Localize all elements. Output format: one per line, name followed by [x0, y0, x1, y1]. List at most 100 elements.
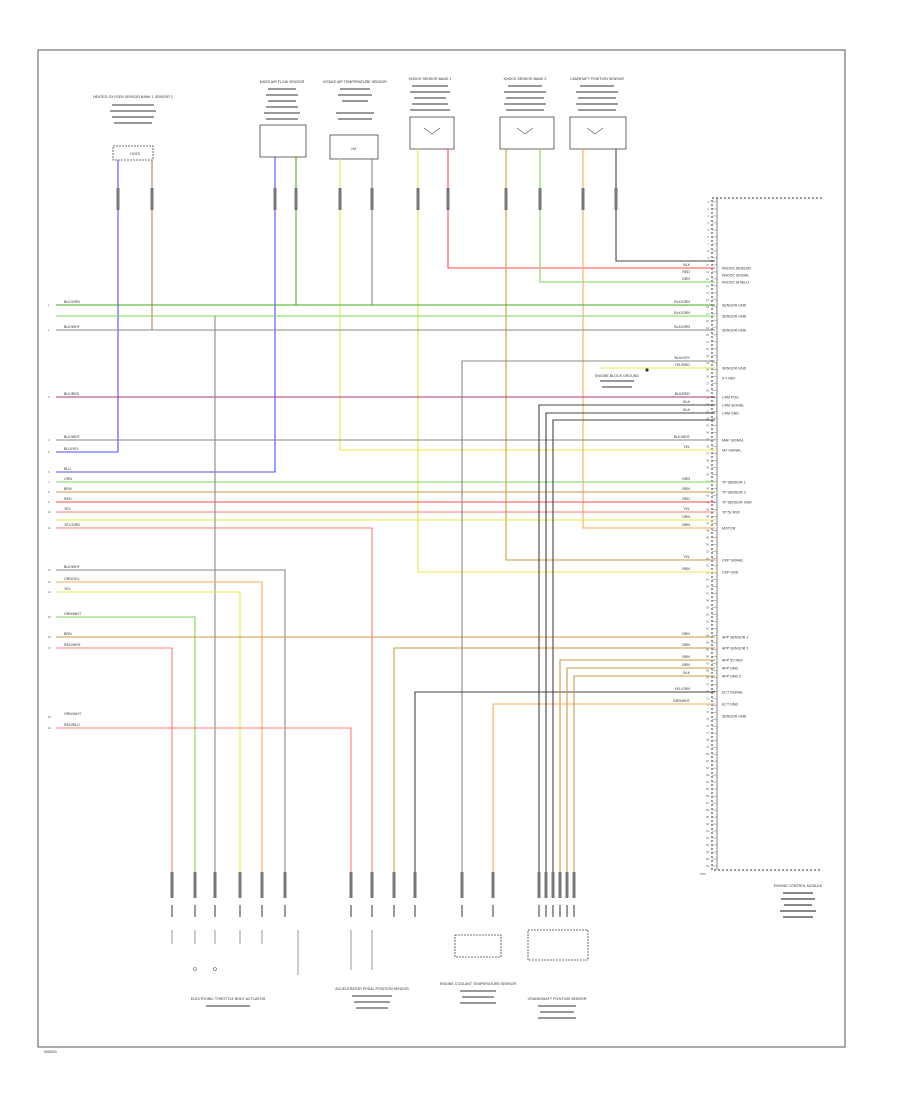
right-wire-label: GRN — [682, 277, 690, 281]
ecm-pin-label: SENSOR GND — [722, 715, 747, 719]
ecm-pin-label: SENSOR GND — [722, 315, 747, 319]
ecm-pin-number: 39 — [706, 466, 709, 470]
left-pin-number: 12 — [48, 568, 51, 572]
connector-mark — [537, 872, 541, 898]
ecm-pin-number: 59 — [706, 605, 709, 609]
left-pin-number: 10 — [48, 510, 51, 514]
ecm-pin-label: CAM SIGNAL — [722, 404, 744, 408]
left-wire-labels: BLK/GRN1BLK/WHT2BLK/RED3BLK/WHT4BLU/YEL5… — [48, 300, 82, 730]
ecm-pin-number: 81 — [706, 759, 709, 763]
left-wire-label: BLK/WHT — [64, 565, 81, 569]
ecm-pin-number: 9 — [708, 256, 710, 260]
top-component-iat: INTAKE AIR TEMPERATURE SENSOR IAT — [323, 80, 387, 160]
ecm-pin-number: 45 — [706, 508, 709, 512]
ecm-pin-number: 70 — [706, 682, 709, 686]
ecm-pin-number: 83 — [706, 773, 709, 777]
left-wire-label: BRN — [64, 487, 72, 491]
right-wire-label: BLK — [683, 408, 690, 412]
right-wire-label: RED — [682, 497, 690, 501]
ecm-pin-number: 49 — [706, 535, 709, 539]
ecm-pin-number: 7 — [708, 242, 710, 246]
ecm-pin-number: 22 — [706, 347, 709, 351]
bottom-component-etb: ELECTRONIC THROTTLE BODY ACTUATOR — [171, 930, 299, 1007]
connector-mark — [572, 872, 576, 898]
left-pin-number: 13 — [48, 580, 51, 584]
left-pin-number: 6 — [48, 470, 50, 474]
pin-mark — [545, 905, 547, 917]
pin-mark — [573, 905, 575, 917]
right-wire-label: YEL — [683, 445, 690, 449]
shield-note: ENGINE BLOCK GROUND — [595, 374, 639, 378]
shield-note-lines — [600, 380, 634, 388]
ecm-pin-label: MAF SIGNAL — [722, 439, 744, 443]
connector-mark — [193, 872, 197, 898]
ecm-pin-number: 2 — [708, 207, 710, 211]
component-part-iat: IAT — [351, 147, 357, 151]
ecm-pin-label: CAM POS — [722, 396, 739, 400]
ecm-pin-label: APP SENSOR 1 — [722, 636, 748, 640]
ecm-pin-number: 32 — [706, 417, 709, 421]
connector-mark — [416, 188, 420, 210]
ecm-pin-number: 38 — [706, 459, 709, 463]
top-component-maf: MASS AIR FLOW SENSOR — [259, 80, 307, 158]
top-component-cmp: CAMSHAFT POSITION SENSOR — [569, 77, 627, 150]
ecm-pin-number: 96 — [706, 864, 709, 868]
shield-dot — [645, 368, 649, 372]
bottom-component-ckp: CRANKSHAFT POSITION SENSOR — [527, 929, 589, 1019]
ecm-pin-number: 60 — [706, 612, 709, 616]
ecm-pin-number: 73 — [706, 703, 709, 707]
connector-mark — [614, 188, 618, 210]
ecm-pin-number: 3 — [708, 214, 710, 218]
ecm-label-lines — [780, 892, 816, 918]
connector-mark — [170, 872, 174, 898]
ecm-pin-label: TP 5V REF — [722, 511, 741, 515]
ecm-pin-number: 95 — [706, 857, 709, 861]
left-pin-number: 17 — [48, 646, 51, 650]
connector-mark — [338, 188, 342, 210]
ecm-pin-label: TP SENSOR 2 — [722, 491, 746, 495]
right-wire-label: BLK — [683, 671, 690, 675]
ecm-pin-number: 17 — [706, 312, 709, 316]
ecm-pin-number: 10 — [706, 263, 709, 267]
left-wire-label: BLU/YEL — [64, 447, 79, 451]
right-wire-label: GRN — [682, 477, 690, 481]
left-wire-label: RED — [64, 497, 72, 501]
ecm-pin-number: 75 — [706, 717, 709, 721]
right-wire-label: GRN/WHT — [673, 699, 691, 703]
connector-mark — [116, 188, 120, 210]
left-pin-number: 1 — [48, 303, 50, 307]
component-label-maf: MASS AIR FLOW SENSOR — [260, 80, 305, 84]
ecm-pin-number: 21 — [706, 340, 709, 344]
ecm-pin-number: 16 — [706, 305, 709, 309]
ecm-pin-label: SENSOR GND — [722, 367, 747, 371]
pin-mark — [171, 905, 173, 917]
ecm-pin-number: 34 — [706, 431, 709, 435]
pin-mark — [239, 905, 241, 917]
connector-mark — [273, 188, 277, 210]
ecm-pin-number: 86 — [706, 794, 709, 798]
ecm-pin-label: TP SENSOR 1 — [722, 481, 746, 485]
connector-mark — [491, 872, 495, 898]
ecm-pin-label: KNOCK SHIELD — [722, 281, 749, 285]
pin-mark — [350, 905, 352, 917]
right-wire-label: BRN — [682, 487, 690, 491]
right-wire-label: BLK — [683, 263, 690, 267]
ecm-pin-number: 57 — [706, 591, 709, 595]
ecm-pin-number: 67 — [706, 661, 709, 665]
ecm-pin-number: 63 — [706, 633, 709, 637]
ecm-pin-number: 65 — [706, 647, 709, 651]
ecm-pin-label: KNOCK SIGNAL — [722, 274, 749, 278]
ecm-label: ENGINE CONTROL MODULE — [774, 884, 823, 888]
ecm-pin-label: CAM GND — [722, 412, 739, 416]
left-wire-label: BLU — [64, 467, 71, 471]
ecm-pin-number: 85 — [706, 787, 709, 791]
top-component-knock-2: KNOCK SENSOR BANK 2 — [499, 77, 555, 150]
connector-mark — [260, 872, 264, 898]
ecm-pin-number: 6 — [708, 235, 710, 239]
ecm-pin-number: 31 — [706, 410, 709, 414]
ecm-pin-number: 76 — [706, 724, 709, 728]
component-label-knock-2: KNOCK SENSOR BANK 2 — [504, 77, 547, 81]
left-pin-number: 11 — [48, 526, 51, 530]
ecm-pin-number: 42 — [706, 487, 709, 491]
